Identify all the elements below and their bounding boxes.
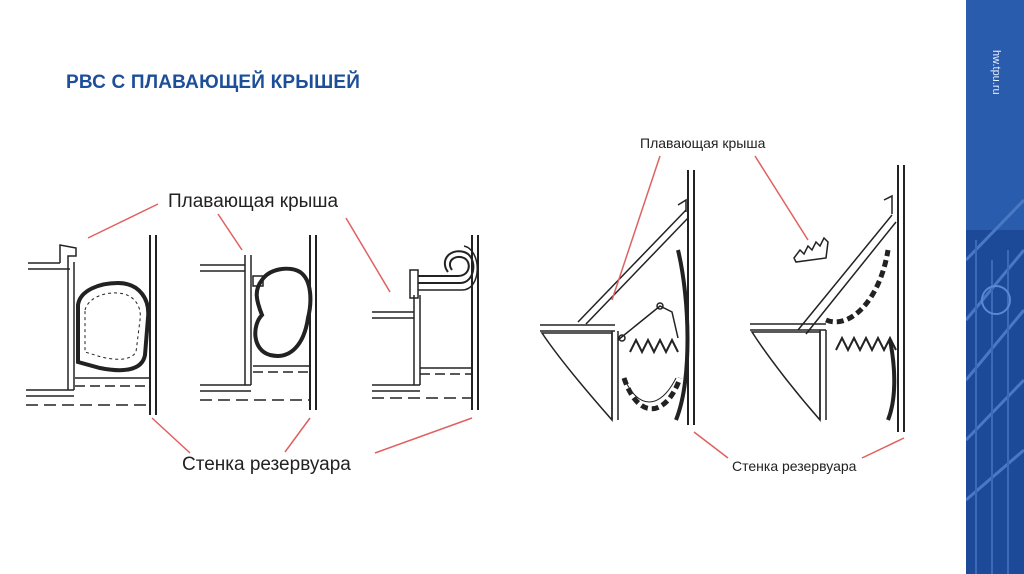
label-tank-wall-left: Стенка резервуара — [182, 454, 351, 475]
floating-roof-diagram: Плавающая крыша Стенка резервуара — [26, 135, 905, 475]
label-tank-wall-right: Стенка резервуара — [732, 458, 857, 474]
building-texture — [966, 0, 1024, 574]
slide-title: РВС С ПЛАВАЮЩЕЙ КРЫШЕЙ — [66, 72, 361, 93]
side-band: hw.tpu.ru — [966, 0, 1024, 574]
seal-figure-c — [372, 235, 479, 410]
seal-figure-d — [540, 170, 695, 425]
site-url: hw.tpu.ru — [990, 50, 1002, 95]
seal-figure-e — [750, 165, 905, 432]
left-panel — [26, 203, 479, 454]
label-floating-roof-right: Плавающая крыша — [640, 135, 766, 151]
right-panel — [540, 155, 905, 459]
seal-figure-a — [26, 235, 157, 415]
seal-figure-b — [200, 235, 317, 410]
label-floating-roof-left: Плавающая крыша — [168, 191, 339, 212]
